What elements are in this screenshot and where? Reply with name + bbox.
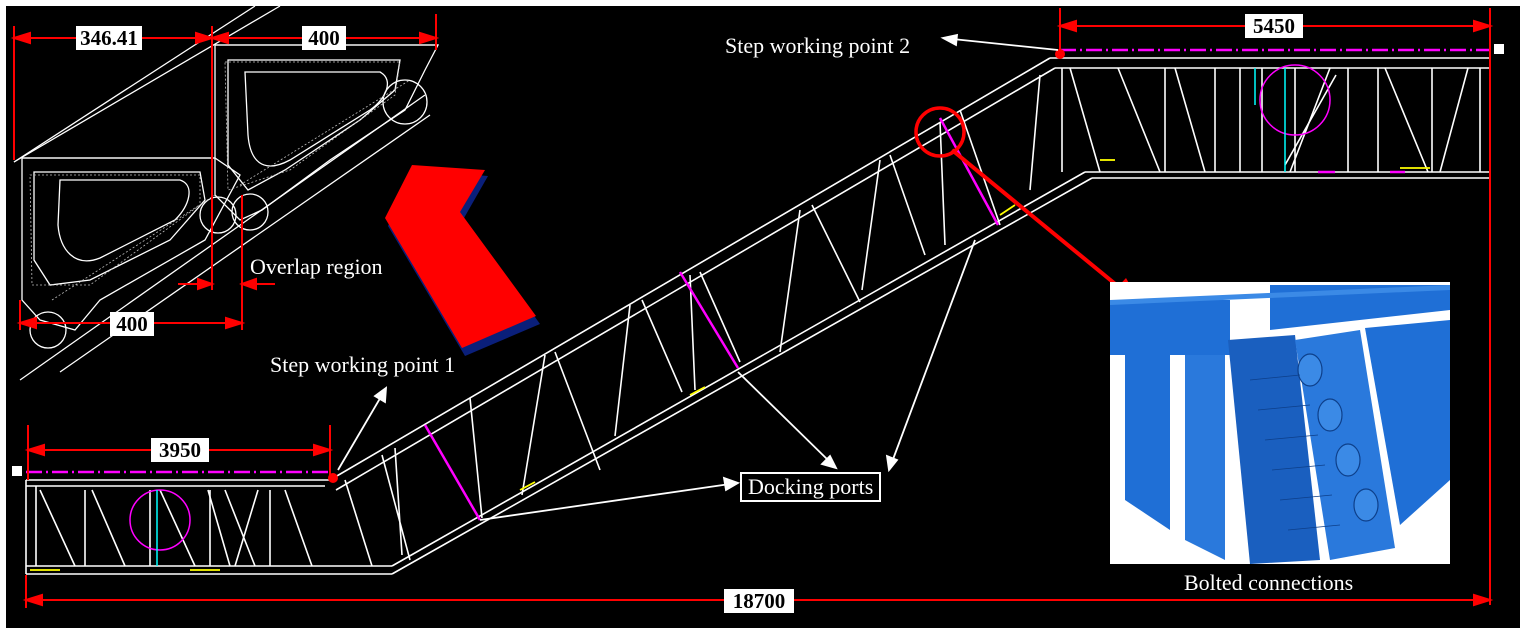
label-bolted-connections: Bolted connections (1184, 570, 1354, 595)
dim-5450: 5450 (1245, 14, 1303, 38)
truss-accents (26, 48, 1490, 571)
dim-18700: 18700 (724, 589, 794, 613)
label-step-working-point-2: Step working point 2 (725, 33, 911, 58)
dim-400-top: 400 (302, 26, 346, 50)
corner-markers (12, 44, 1504, 476)
dim-400-bottom: 400 (110, 312, 154, 336)
direction-arrow (385, 165, 540, 356)
dim-3950: 3950 (151, 438, 209, 462)
truss-structure (25, 57, 1491, 575)
label-docking-ports: Docking ports (740, 472, 882, 502)
label-overlap-region: Overlap region (250, 254, 383, 279)
step-detail-inset (13, 5, 440, 381)
callout-arrows (337, 33, 1059, 521)
dim-346-41: 346.41 (76, 26, 142, 50)
label-step-working-point-1: Step working point 1 (270, 352, 456, 377)
bolted-connection-model (1110, 282, 1450, 564)
